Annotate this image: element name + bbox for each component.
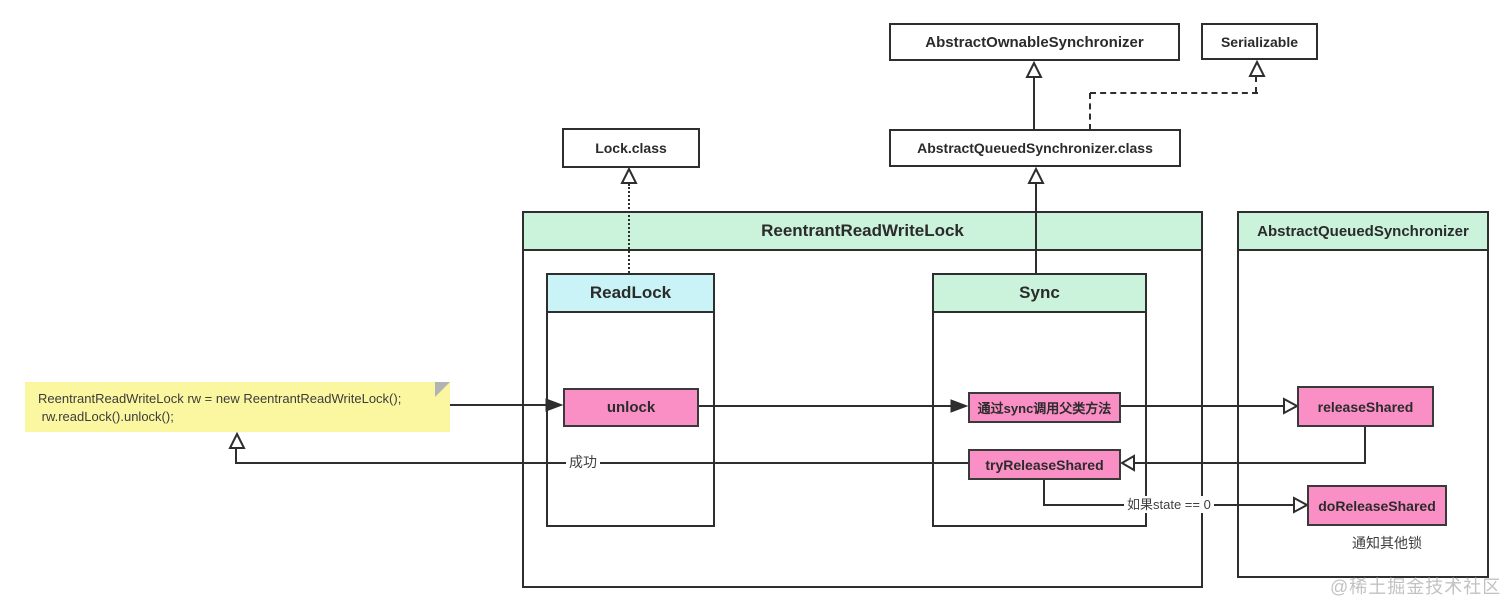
edge-sync-to-aqs-class bbox=[1035, 184, 1037, 273]
edge-release-shared-to-try-release bbox=[1133, 462, 1366, 464]
arrowhead-open-into-do-release-shared bbox=[1293, 496, 1310, 514]
edge-aqs-class-to-aos bbox=[1033, 78, 1035, 129]
container-title-read-lock: ReadLock bbox=[548, 275, 713, 313]
arrowhead-open-into-note bbox=[228, 431, 246, 449]
code-note-line2: rw.readLock().unlock(); bbox=[38, 409, 174, 425]
edge-release-shared-down bbox=[1364, 427, 1366, 464]
class-box-lock-class: Lock.class bbox=[562, 128, 700, 168]
label-if-state-zero: 如果state == 0 bbox=[1124, 496, 1214, 513]
class-box-abstract-ownable-synchronizer: AbstractOwnableSynchronizer bbox=[889, 23, 1180, 61]
edge-aqs-class-to-serializable-seg2 bbox=[1090, 92, 1258, 94]
class-box-aqs-class: AbstractQueuedSynchronizer.class bbox=[889, 129, 1181, 167]
method-unlock: unlock bbox=[563, 388, 699, 427]
arrowhead-open-into-release-shared bbox=[1283, 397, 1300, 415]
code-note-line1: ReentrantReadWriteLock rw = new Reentran… bbox=[38, 391, 402, 406]
container-title-abstract-queued-synchronizer: AbstractQueuedSynchronizer bbox=[1239, 213, 1487, 251]
edge-aqs-class-to-serializable-seg1 bbox=[1089, 93, 1091, 130]
code-note: ReentrantReadWriteLock rw = new Reentran… bbox=[25, 382, 450, 432]
arrowhead-filled-into-sync-call bbox=[950, 399, 969, 413]
arrowhead-open-into-aqs-class bbox=[1027, 166, 1045, 184]
method-call-parent-via-sync: 通过sync调用父类方法 bbox=[968, 392, 1121, 423]
label-success: 成功 bbox=[566, 454, 600, 471]
edge-try-release-down bbox=[1043, 480, 1045, 506]
arrowhead-open-into-aos bbox=[1025, 60, 1043, 78]
container-title-reentrant-read-write-lock: ReentrantReadWriteLock bbox=[524, 213, 1201, 251]
method-do-release-shared: doReleaseShared bbox=[1307, 485, 1447, 526]
arrowhead-open-into-try-release-shared bbox=[1120, 454, 1135, 472]
edge-unlock-to-sync-call bbox=[699, 405, 951, 407]
method-release-shared: releaseShared bbox=[1297, 386, 1434, 427]
arrowhead-open-into-lock-class bbox=[620, 166, 638, 184]
edge-note-to-unlock bbox=[450, 404, 546, 406]
edge-aqs-class-to-serializable-seg3 bbox=[1255, 76, 1257, 93]
method-try-release-shared: tryReleaseShared bbox=[968, 449, 1121, 480]
label-notify-other-locks: 通知其他锁 bbox=[1352, 535, 1422, 551]
edge-try-release-to-note bbox=[237, 462, 968, 464]
arrowhead-open-into-serializable bbox=[1248, 59, 1266, 77]
arrowhead-filled-into-unlock bbox=[545, 398, 564, 412]
container-title-sync: Sync bbox=[934, 275, 1145, 313]
watermark: @稀土掘金技术社区 bbox=[1330, 577, 1502, 597]
edge-sync-call-to-release-shared bbox=[1121, 405, 1284, 407]
class-box-serializable: Serializable bbox=[1201, 23, 1318, 60]
edge-read-lock-to-lock-class bbox=[628, 184, 630, 273]
edge-note-return-up bbox=[235, 447, 237, 464]
